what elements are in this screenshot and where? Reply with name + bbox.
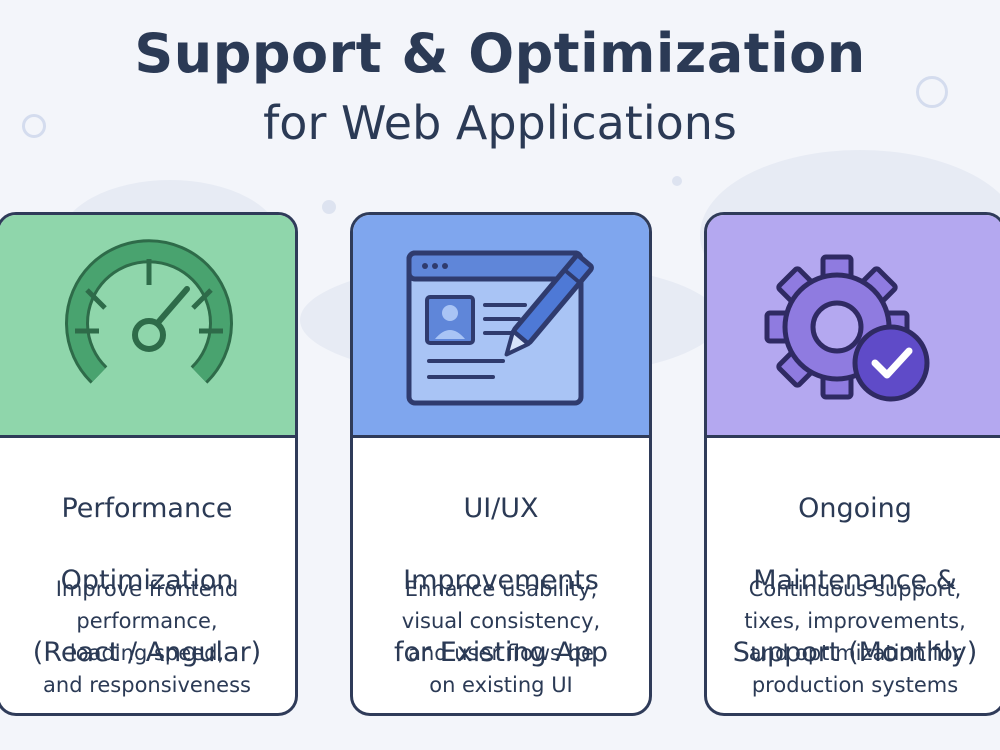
gear-check-icon [764, 254, 930, 402]
card-heading-line: Support (Monthly) [732, 637, 978, 668]
card-heading-line: Optimization [60, 565, 234, 596]
card-heading-line: Ongoing [798, 493, 912, 524]
card-heading-line: Performance [61, 493, 233, 524]
card-uiux-banner [353, 215, 649, 438]
card-uiux-heading: UI/UX Improvements for Existing App [353, 455, 649, 707]
decorative-dot [322, 200, 336, 214]
page-subtitle: for Web Applications [263, 96, 737, 150]
speedometer-icon [65, 239, 233, 384]
card-maintenance[interactable]: Ongoing Maintenance & Support (Monthly) … [704, 212, 1000, 716]
card-heading-line: (React / Angular) [32, 637, 262, 668]
decorative-ring [22, 114, 46, 138]
card-heading-line: UI/UX [463, 493, 539, 524]
decorative-ring [916, 76, 948, 108]
card-uiux-description: Enhance usability, visual consistency, a… [401, 577, 601, 697]
card-maintenance-heading: Ongoing Maintenance & Support (Monthly) [707, 455, 1000, 707]
page-title: Support & Optimization [134, 22, 866, 85]
card-performance-heading: Performance Optimization (React / Angula… [0, 455, 295, 707]
card-heading-line: Maintenance & [753, 565, 957, 596]
card-uiux[interactable]: UI/UX Improvements for Existing App Enha… [350, 212, 652, 716]
card-performance[interactable]: Performance Optimization (React / Angula… [0, 212, 298, 716]
browser-edit-icon [406, 250, 594, 406]
card-maintenance-description: Continuous support, tixes, improvements,… [744, 577, 966, 697]
card-heading-line: for Existing App [394, 637, 608, 668]
card-maintenance-banner [707, 215, 1000, 438]
card-performance-banner [0, 215, 295, 438]
card-performance-description: Improve frontend performance, loading sp… [43, 577, 251, 697]
decorative-dot [672, 176, 682, 186]
card-heading-line: Improvements [403, 565, 599, 596]
